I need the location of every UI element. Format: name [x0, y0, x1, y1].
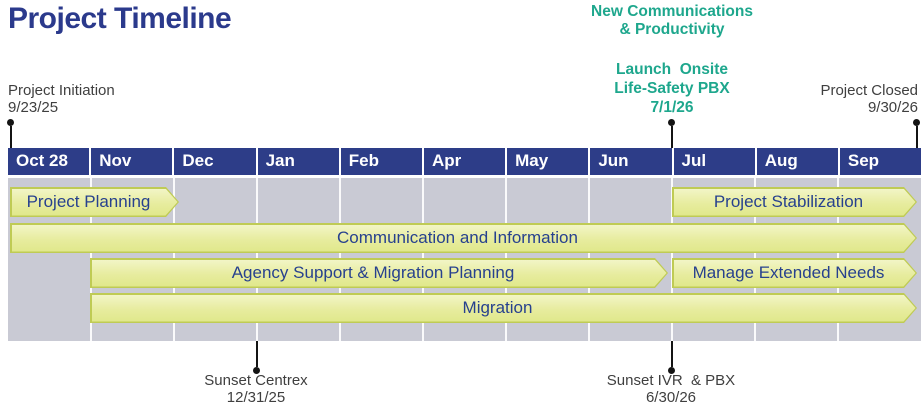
marker-dot-icon	[7, 119, 14, 126]
marker-dot-icon	[913, 119, 920, 126]
milestone-marker-project-closed	[913, 119, 920, 149]
project-closed-text: Project Closed	[820, 82, 918, 99]
banner-line-1: New Communications	[591, 3, 753, 20]
marker-line	[915, 126, 918, 149]
milestone-sunset-ivr-pbx-label: Sunset IVR & PBX 6/30/26	[561, 372, 781, 406]
gantt-bar-label: Communication and Information	[337, 228, 578, 247]
sunset-ivr-pbx-text: Sunset IVR & PBX	[606, 372, 736, 389]
month-header-cell-jul: Jul	[674, 148, 757, 175]
month-header-cell-apr: Apr	[424, 148, 508, 175]
month-header-cell-jan: Jan	[258, 148, 341, 175]
project-initiation-date: 9/23/25	[8, 99, 59, 116]
gantt-bar-communication-and-information: Communication and Information	[10, 223, 917, 253]
launch-line-1: Launch Onsite	[616, 61, 728, 78]
milestone-launch-label: Launch Onsite Life-Safety PBX 7/1/26	[522, 60, 822, 117]
gantt-bar-label: Project Stabilization	[713, 192, 864, 211]
gantt-chart-area: Project Planning Project Stabilization C…	[8, 178, 921, 341]
month-header-cell-feb: Feb	[341, 148, 424, 175]
milestone-project-closed-label: Project Closed 9/30/26	[820, 82, 918, 116]
milestone-marker-sunset-centrex	[253, 341, 260, 374]
marker-dot-icon	[253, 367, 260, 374]
launch-date: 7/1/26	[650, 99, 694, 116]
month-header-cell-jun: Jun	[590, 148, 674, 175]
gantt-bar-migration: Migration	[90, 293, 917, 323]
project-initiation-text: Project Initiation	[8, 82, 115, 99]
marker-line	[255, 341, 258, 367]
marker-line	[9, 126, 12, 149]
month-header-cell-nov: Nov	[91, 148, 175, 175]
gantt-bar-label: Agency Support & Migration Planning	[231, 263, 515, 282]
milestone-marker-project-initiation	[7, 119, 14, 149]
month-header-cell-oct28: Oct 28	[8, 148, 92, 175]
gantt-bar-label: Project Planning	[26, 192, 151, 211]
marker-dot-icon	[668, 367, 675, 374]
month-header-row: Oct 28 Nov Dec Jan Feb Apr May Jun Jul A…	[8, 148, 921, 175]
milestone-sunset-centrex-label: Sunset Centrex 12/31/25	[146, 372, 366, 406]
gantt-bar-label: Migration	[462, 298, 533, 317]
month-header-cell-aug: Aug	[757, 148, 840, 175]
marker-dot-icon	[668, 119, 675, 126]
gantt-bar-project-planning: Project Planning	[10, 187, 179, 217]
marker-line	[670, 126, 673, 149]
sunset-centrex-date: 12/31/25	[226, 389, 286, 406]
page-title: Project Timeline	[8, 2, 232, 35]
gantt-bar-project-stabilization: Project Stabilization	[672, 187, 917, 217]
banner-line-2: & Productivity	[619, 21, 725, 38]
milestone-marker-sunset-ivr-pbx	[668, 341, 675, 374]
sunset-centrex-text: Sunset Centrex	[204, 372, 308, 389]
banner-new-communications: New Communications & Productivity	[522, 3, 822, 39]
gantt-bar-label: Manage Extended Needs	[692, 263, 885, 282]
milestone-project-initiation-label: Project Initiation 9/23/25	[8, 82, 115, 116]
marker-line	[670, 341, 673, 367]
launch-line-2: Life-Safety PBX	[614, 80, 730, 97]
gantt-bar-agency-support-migration-planning: Agency Support & Migration Planning	[90, 258, 668, 288]
sunset-ivr-pbx-date: 6/30/26	[645, 389, 697, 406]
month-header-cell-sep: Sep	[847, 151, 880, 170]
month-header-cell-dec: Dec	[174, 148, 258, 175]
month-header-cell-may: May	[507, 148, 591, 175]
gantt-bar-manage-extended-needs: Manage Extended Needs	[672, 258, 917, 288]
milestone-marker-launch	[668, 119, 675, 149]
project-closed-date: 9/30/26	[867, 99, 918, 116]
